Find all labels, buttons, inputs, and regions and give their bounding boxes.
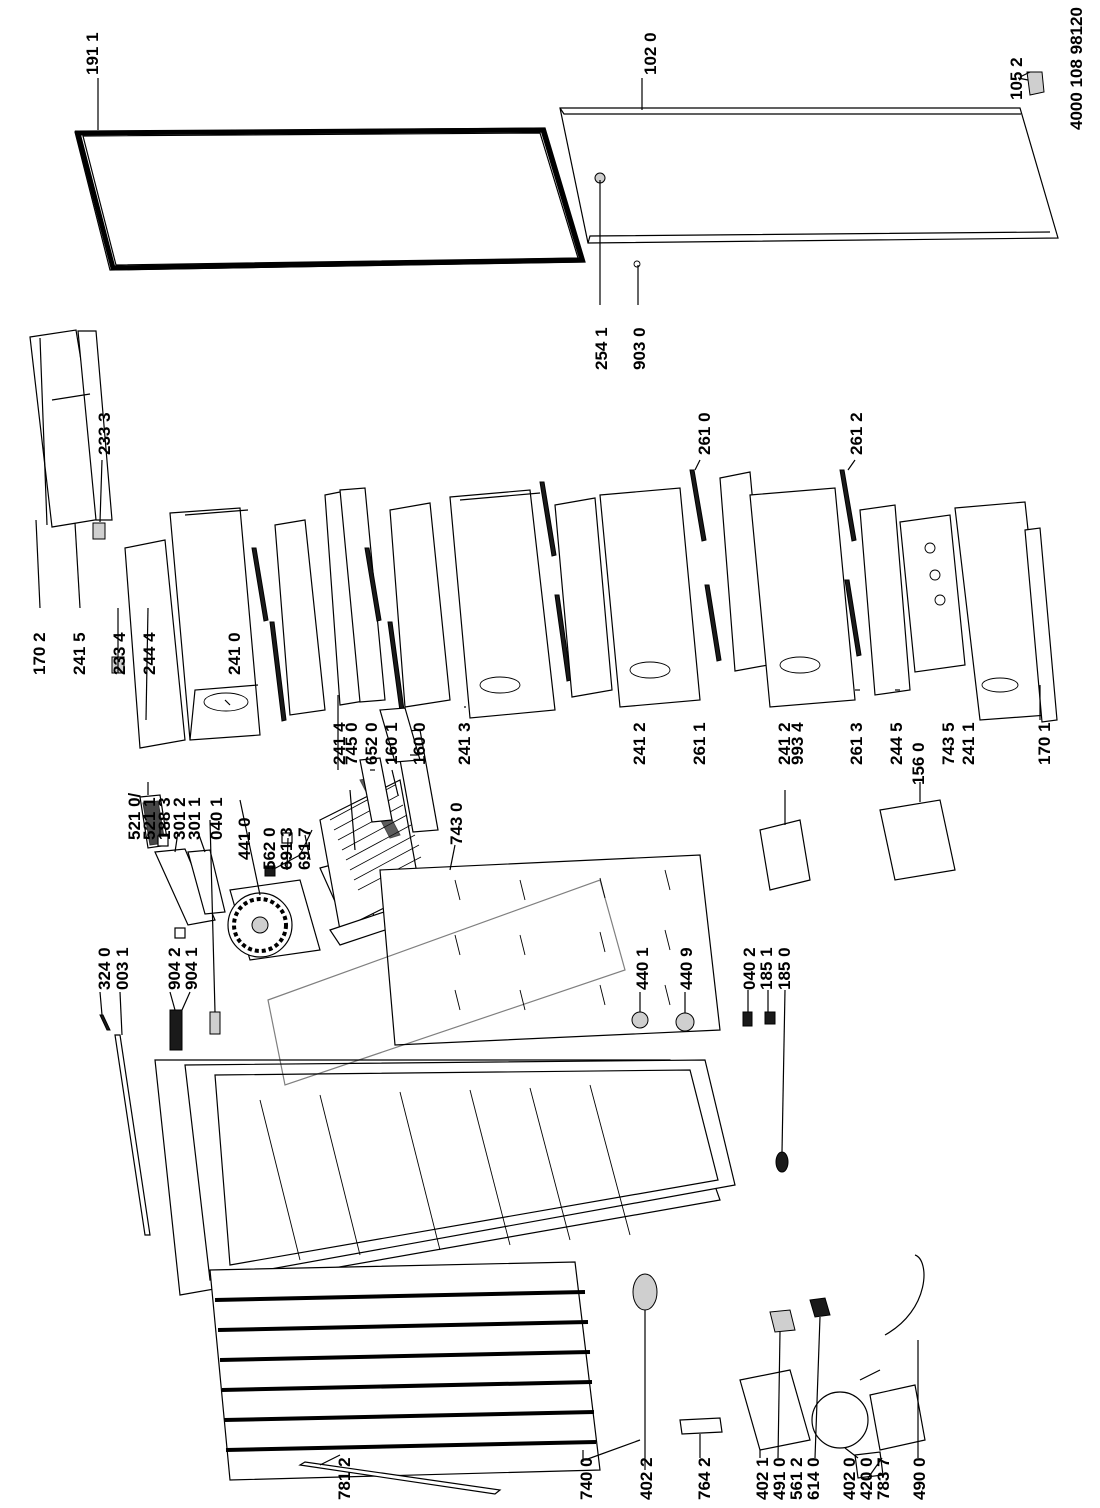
- label-105-2: 105 2: [1007, 57, 1026, 100]
- door-panel: [559, 107, 1059, 268]
- label-903-0: 903 0: [630, 327, 649, 370]
- part-324-0: [99, 1014, 111, 1031]
- label-040-2: 040 2: [740, 947, 759, 990]
- label-490-0: 490 0: [910, 1457, 929, 1500]
- label-402-2: 402 2: [637, 1457, 656, 1500]
- label-521-0: 521 0/: [125, 792, 144, 840]
- compressor-area: [632, 1254, 926, 1479]
- label-440-9: 440 9: [677, 947, 696, 990]
- duct-160-0: [379, 707, 421, 763]
- label-244-4: 244 4: [140, 632, 159, 675]
- label-743-5: 743 5: [939, 722, 958, 765]
- label-691-3: 691 3: [277, 827, 296, 870]
- label-191-1: 191 1: [83, 32, 102, 75]
- label-261-1: 261 1: [690, 722, 709, 765]
- condenser: [209, 1261, 641, 1481]
- label-233-4: 233 4: [110, 632, 129, 675]
- label-160-1: 160 1: [382, 722, 401, 765]
- label-562-0: 562 0: [260, 827, 279, 870]
- label-261-3: 261 3: [847, 722, 866, 765]
- sensor-wire: [264, 829, 313, 877]
- label-783-7: 783 7: [874, 1457, 893, 1500]
- label-241-0: 241 0: [225, 632, 244, 675]
- label-170-2: 170 2: [30, 632, 49, 675]
- label-241-1: 241 1: [959, 722, 978, 765]
- part-040-2: [742, 1011, 753, 1027]
- label-040-1: 040 1: [207, 797, 226, 840]
- part-156-0: [879, 799, 956, 881]
- label-156-0: 156 0: [909, 742, 928, 785]
- label-745-0: 745 0: [342, 722, 361, 765]
- part-040-1: [209, 1011, 221, 1035]
- bracket-233-3: [92, 522, 106, 540]
- label-491-0: 491 0: [770, 1457, 789, 1500]
- label-301-2: 301 2: [170, 797, 189, 840]
- part-440-1: [631, 1011, 649, 1029]
- label-233-3: 233 3: [95, 412, 114, 455]
- label-614-0: 614 0: [804, 1457, 823, 1500]
- label-402-1: 402 1: [753, 1457, 772, 1500]
- drawers-and-shelves: [124, 469, 1058, 749]
- label-521-1: 521 1: [140, 797, 159, 840]
- duct-652-0: [359, 757, 393, 823]
- label-241-2b: 241 2: [775, 722, 794, 765]
- label-160-0: 160 0: [410, 722, 429, 765]
- label-241-5: 241 5: [70, 632, 89, 675]
- hinge-part: [1017, 71, 1045, 96]
- label-743-0: 743 0: [447, 802, 466, 845]
- back-panel: [379, 854, 721, 1046]
- part-185-1: [764, 1011, 776, 1025]
- label-261-2: 261 2: [847, 412, 866, 455]
- label-244-5: 244 5: [887, 722, 906, 765]
- part-labels: 191 1 102 0 105 2 4000 108 98120 254 1 9…: [30, 7, 1086, 1500]
- label-561-2: 561 2: [787, 1457, 806, 1500]
- part-003-1: [114, 1034, 151, 1236]
- label-241-2a: 241 2: [630, 722, 649, 765]
- label-102-0: 102 0: [641, 32, 660, 75]
- label-301-1: 301 1: [185, 797, 204, 840]
- label-254-1: 254 1: [592, 327, 611, 370]
- top-shelf-241-5: [29, 329, 113, 528]
- label-652-0: 652 0: [362, 722, 381, 765]
- label-440-1: 440 1: [633, 947, 652, 990]
- label-993-4: 993 4: [788, 722, 807, 765]
- label-241-3: 241 3: [455, 722, 474, 765]
- label-420-0: 420 0: [857, 1457, 876, 1500]
- label-185-0: 185 0: [775, 947, 794, 990]
- cabinet: [154, 879, 736, 1296]
- door-gasket: [74, 127, 586, 271]
- label-402-0: 402 0: [840, 1457, 859, 1500]
- label-170-1: 170 1: [1035, 722, 1054, 765]
- label-904-1: 904 1: [182, 947, 201, 990]
- part-185-0: [775, 1151, 789, 1173]
- label-904-2: 904 2: [165, 947, 184, 990]
- label-261-0: 261 0: [695, 412, 714, 455]
- part-904-1: [169, 1009, 183, 1051]
- leader-lines: [35, 71, 1041, 1479]
- label-185-1: 185 1: [757, 947, 776, 990]
- label-324-0: 324 0: [95, 947, 114, 990]
- label-188-3: 188 3: [155, 797, 174, 840]
- label-740-0: 740 0: [577, 1457, 596, 1500]
- evaporator-fan: [227, 879, 321, 961]
- label-003-1: 003 1: [113, 947, 132, 990]
- label-781-2: 781 2: [335, 1457, 354, 1500]
- control-electronics: [139, 794, 226, 939]
- part-993-4: [759, 819, 811, 891]
- label-441-0: 441 0: [235, 817, 254, 860]
- label-764-2: 764 2: [695, 1457, 714, 1500]
- document-number: 4000 108 98120: [1067, 7, 1086, 130]
- label-241-4: 241 4: [330, 722, 349, 765]
- part-781-2: [298, 1461, 502, 1495]
- part-440-9: [675, 1012, 695, 1032]
- label-691-7: 691 7: [295, 827, 314, 870]
